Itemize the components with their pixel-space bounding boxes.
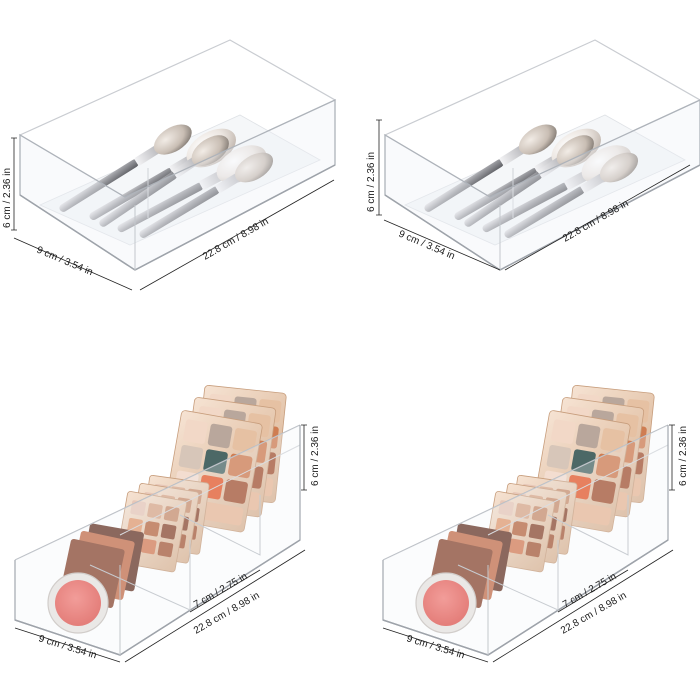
palette-organizer-panel-2: 6 cm / 2.36 in 7 cm / 2.75 in 22.8 cm / … bbox=[383, 385, 689, 663]
height-dimension-label: 6 cm / 2.36 in bbox=[310, 426, 321, 486]
height-dimension-label: 6 cm / 2.36 in bbox=[2, 168, 13, 228]
brush-organizer-panel-1: 6 cm / 2.36 in 9 cm / 3.54 in 22.8 cm / … bbox=[2, 40, 335, 291]
height-dimension-label: 6 cm / 2.36 in bbox=[678, 426, 689, 486]
height-dimension-label: 6 cm / 2.36 in bbox=[366, 152, 377, 212]
width-dimension-label: 9 cm / 3.54 in bbox=[35, 245, 95, 279]
palette-organizer-panel-1: 6 cm / 2.36 in 7 cm / 2.75 in 22.8 cm / … bbox=[15, 385, 321, 663]
brush-organizer-panel-2: 6 cm / 2.36 in 9 cm / 3.54 in 22.8 cm / … bbox=[366, 40, 700, 270]
